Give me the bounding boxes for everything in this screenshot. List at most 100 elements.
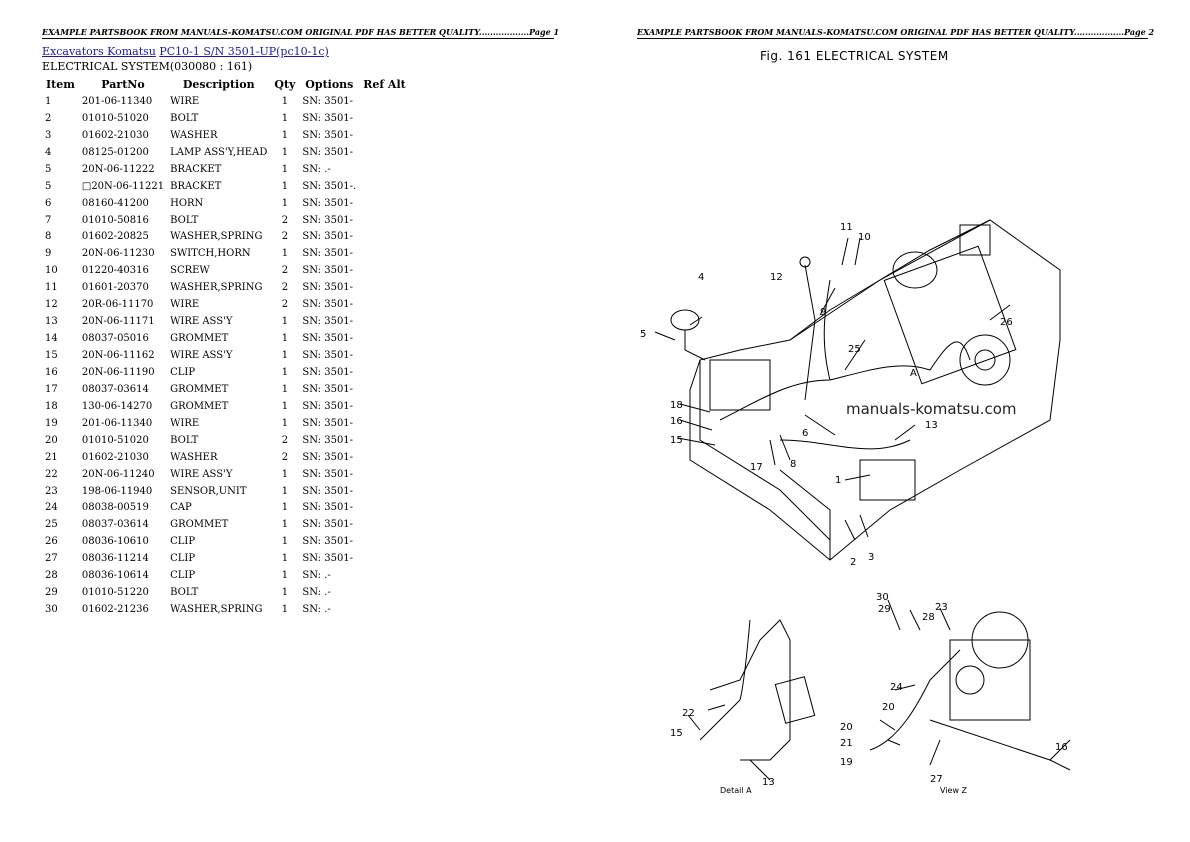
breadcrumb-link-excavators[interactable]: Excavators Komatsu bbox=[42, 45, 156, 58]
cell-ref-alt bbox=[359, 262, 410, 279]
detail-labels: Detail A View Z bbox=[720, 786, 968, 795]
cell-item: 18 bbox=[45, 400, 58, 412]
cell-item: 28 bbox=[45, 570, 58, 582]
svg-text:A: A bbox=[910, 368, 917, 379]
frame-side bbox=[779, 469, 831, 560]
svg-text:9: 9 bbox=[820, 307, 826, 318]
cell-options: SN: 3501- bbox=[302, 553, 354, 565]
svg-text:19: 19 bbox=[840, 757, 853, 768]
cell-qty: 1 bbox=[281, 366, 289, 378]
cell-options: SN: 3501- bbox=[302, 536, 354, 548]
muffler bbox=[959, 224, 991, 256]
cell-part-number: 01220-40316 bbox=[81, 265, 149, 277]
svg-text:26: 26 bbox=[1000, 317, 1013, 328]
control-lever bbox=[804, 264, 816, 401]
cell-part-number: 01010-50816 bbox=[81, 214, 149, 226]
cell-options: SN: .- bbox=[302, 604, 331, 616]
cell-description: CLIP bbox=[170, 553, 196, 565]
cell-qty: 2 bbox=[281, 299, 289, 311]
cell-ref-alt bbox=[359, 381, 410, 398]
cell-part-number: 20N-06-11162 bbox=[81, 350, 155, 362]
cell-ref-alt bbox=[359, 279, 410, 296]
cell-item: 27 bbox=[45, 553, 58, 565]
page-1-header: EXAMPLE PARTSBOOK FROM MANUALS-KOMATSU.C… bbox=[42, 27, 560, 39]
wire-lower bbox=[779, 439, 911, 450]
cell-description: CLIP bbox=[170, 366, 196, 378]
cell-description: WIRE ASS'Y bbox=[170, 468, 233, 480]
cell-part-number: 01010-51020 bbox=[81, 434, 149, 446]
cell-description: CLIP bbox=[170, 570, 196, 582]
cell-qty: 1 bbox=[281, 112, 289, 124]
cell-options: SN: .- bbox=[302, 587, 331, 599]
cell-item: 24 bbox=[45, 502, 58, 514]
cell-item: 25 bbox=[45, 519, 58, 531]
cell-item: 5 bbox=[45, 180, 52, 192]
cell-options: SN: 3501- bbox=[302, 146, 354, 158]
cell-options: SN: 3501- bbox=[302, 485, 354, 497]
table-header-row: Item PartNo Description Qty Options Ref … bbox=[42, 76, 410, 93]
cell-qty: 1 bbox=[281, 485, 289, 497]
cell-options: SN: 3501- bbox=[302, 214, 354, 226]
cell-description: BRACKET bbox=[170, 180, 222, 192]
figure-title: Fig. 161 ELECTRICAL SYSTEM bbox=[760, 49, 949, 63]
svg-text:15: 15 bbox=[670, 728, 683, 739]
cell-qty: 1 bbox=[281, 163, 289, 175]
frame-top-plate bbox=[789, 219, 991, 341]
cell-options: SN: 3501- bbox=[302, 519, 354, 531]
breadcrumb-link-model[interactable]: PC10-1 S/N 3501-UP(pc10-1c) bbox=[159, 45, 329, 58]
cell-options: SN: 3501- bbox=[302, 282, 354, 294]
cell-qty: 2 bbox=[281, 231, 289, 243]
cell-part-number: 20N-06-11230 bbox=[81, 248, 155, 260]
cell-part-number: 130-06-14270 bbox=[81, 400, 153, 412]
cell-item: 9 bbox=[45, 248, 52, 260]
cell-part-number: 08037-03614 bbox=[81, 519, 149, 531]
cell-part-number: 08037-03614 bbox=[81, 383, 149, 395]
cell-options: SN: 3501- bbox=[302, 231, 354, 243]
cell-item: 11 bbox=[45, 282, 58, 294]
cell-item: 12 bbox=[45, 299, 58, 311]
svg-text:10: 10 bbox=[858, 232, 871, 243]
cell-qty: 2 bbox=[281, 265, 289, 277]
section-title: ELECTRICAL SYSTEM(030080 : 161) bbox=[42, 60, 253, 73]
cell-options: SN: 3501- bbox=[302, 434, 354, 446]
svg-text:1: 1 bbox=[835, 475, 841, 486]
cell-ref-alt bbox=[359, 195, 410, 212]
fan-pulley bbox=[959, 334, 1011, 386]
cell-ref-alt bbox=[359, 500, 410, 517]
cell-description: GROMMET bbox=[170, 400, 229, 412]
cell-ref-alt bbox=[359, 567, 410, 584]
cell-ref-alt bbox=[359, 245, 410, 262]
cell-options: SN: 3501- bbox=[302, 333, 354, 345]
cell-description: LAMP ASS'Y,HEAD bbox=[170, 146, 268, 158]
cell-item: 7 bbox=[45, 214, 52, 226]
svg-text:28: 28 bbox=[922, 612, 935, 623]
cell-options: SN: 3501- bbox=[302, 299, 354, 311]
svg-text:6: 6 bbox=[802, 428, 808, 439]
svg-text:30: 30 bbox=[876, 592, 889, 603]
cell-part-number: 08036-10614 bbox=[81, 570, 149, 582]
cell-item: 6 bbox=[45, 197, 52, 209]
cell-description: BOLT bbox=[170, 434, 199, 446]
svg-text:8: 8 bbox=[790, 459, 796, 470]
svg-text:16: 16 bbox=[670, 416, 683, 427]
cell-description: CAP bbox=[170, 502, 192, 514]
col-header-ref-alt: Ref Alt bbox=[363, 78, 406, 91]
cell-description: WIRE bbox=[170, 95, 200, 107]
cell-description: GROMMET bbox=[170, 383, 229, 395]
cell-part-number: 20N-06-11222 bbox=[81, 163, 155, 175]
cell-description: WASHER,SPRING bbox=[170, 282, 263, 294]
cell-description: WASHER bbox=[170, 451, 218, 463]
cell-qty: 1 bbox=[281, 502, 289, 514]
cell-ref-alt bbox=[359, 178, 410, 195]
cell-description: BRACKET bbox=[170, 163, 222, 175]
cell-qty: 1 bbox=[281, 383, 289, 395]
view-z-base bbox=[929, 719, 1071, 761]
cell-item: 14 bbox=[45, 333, 58, 345]
